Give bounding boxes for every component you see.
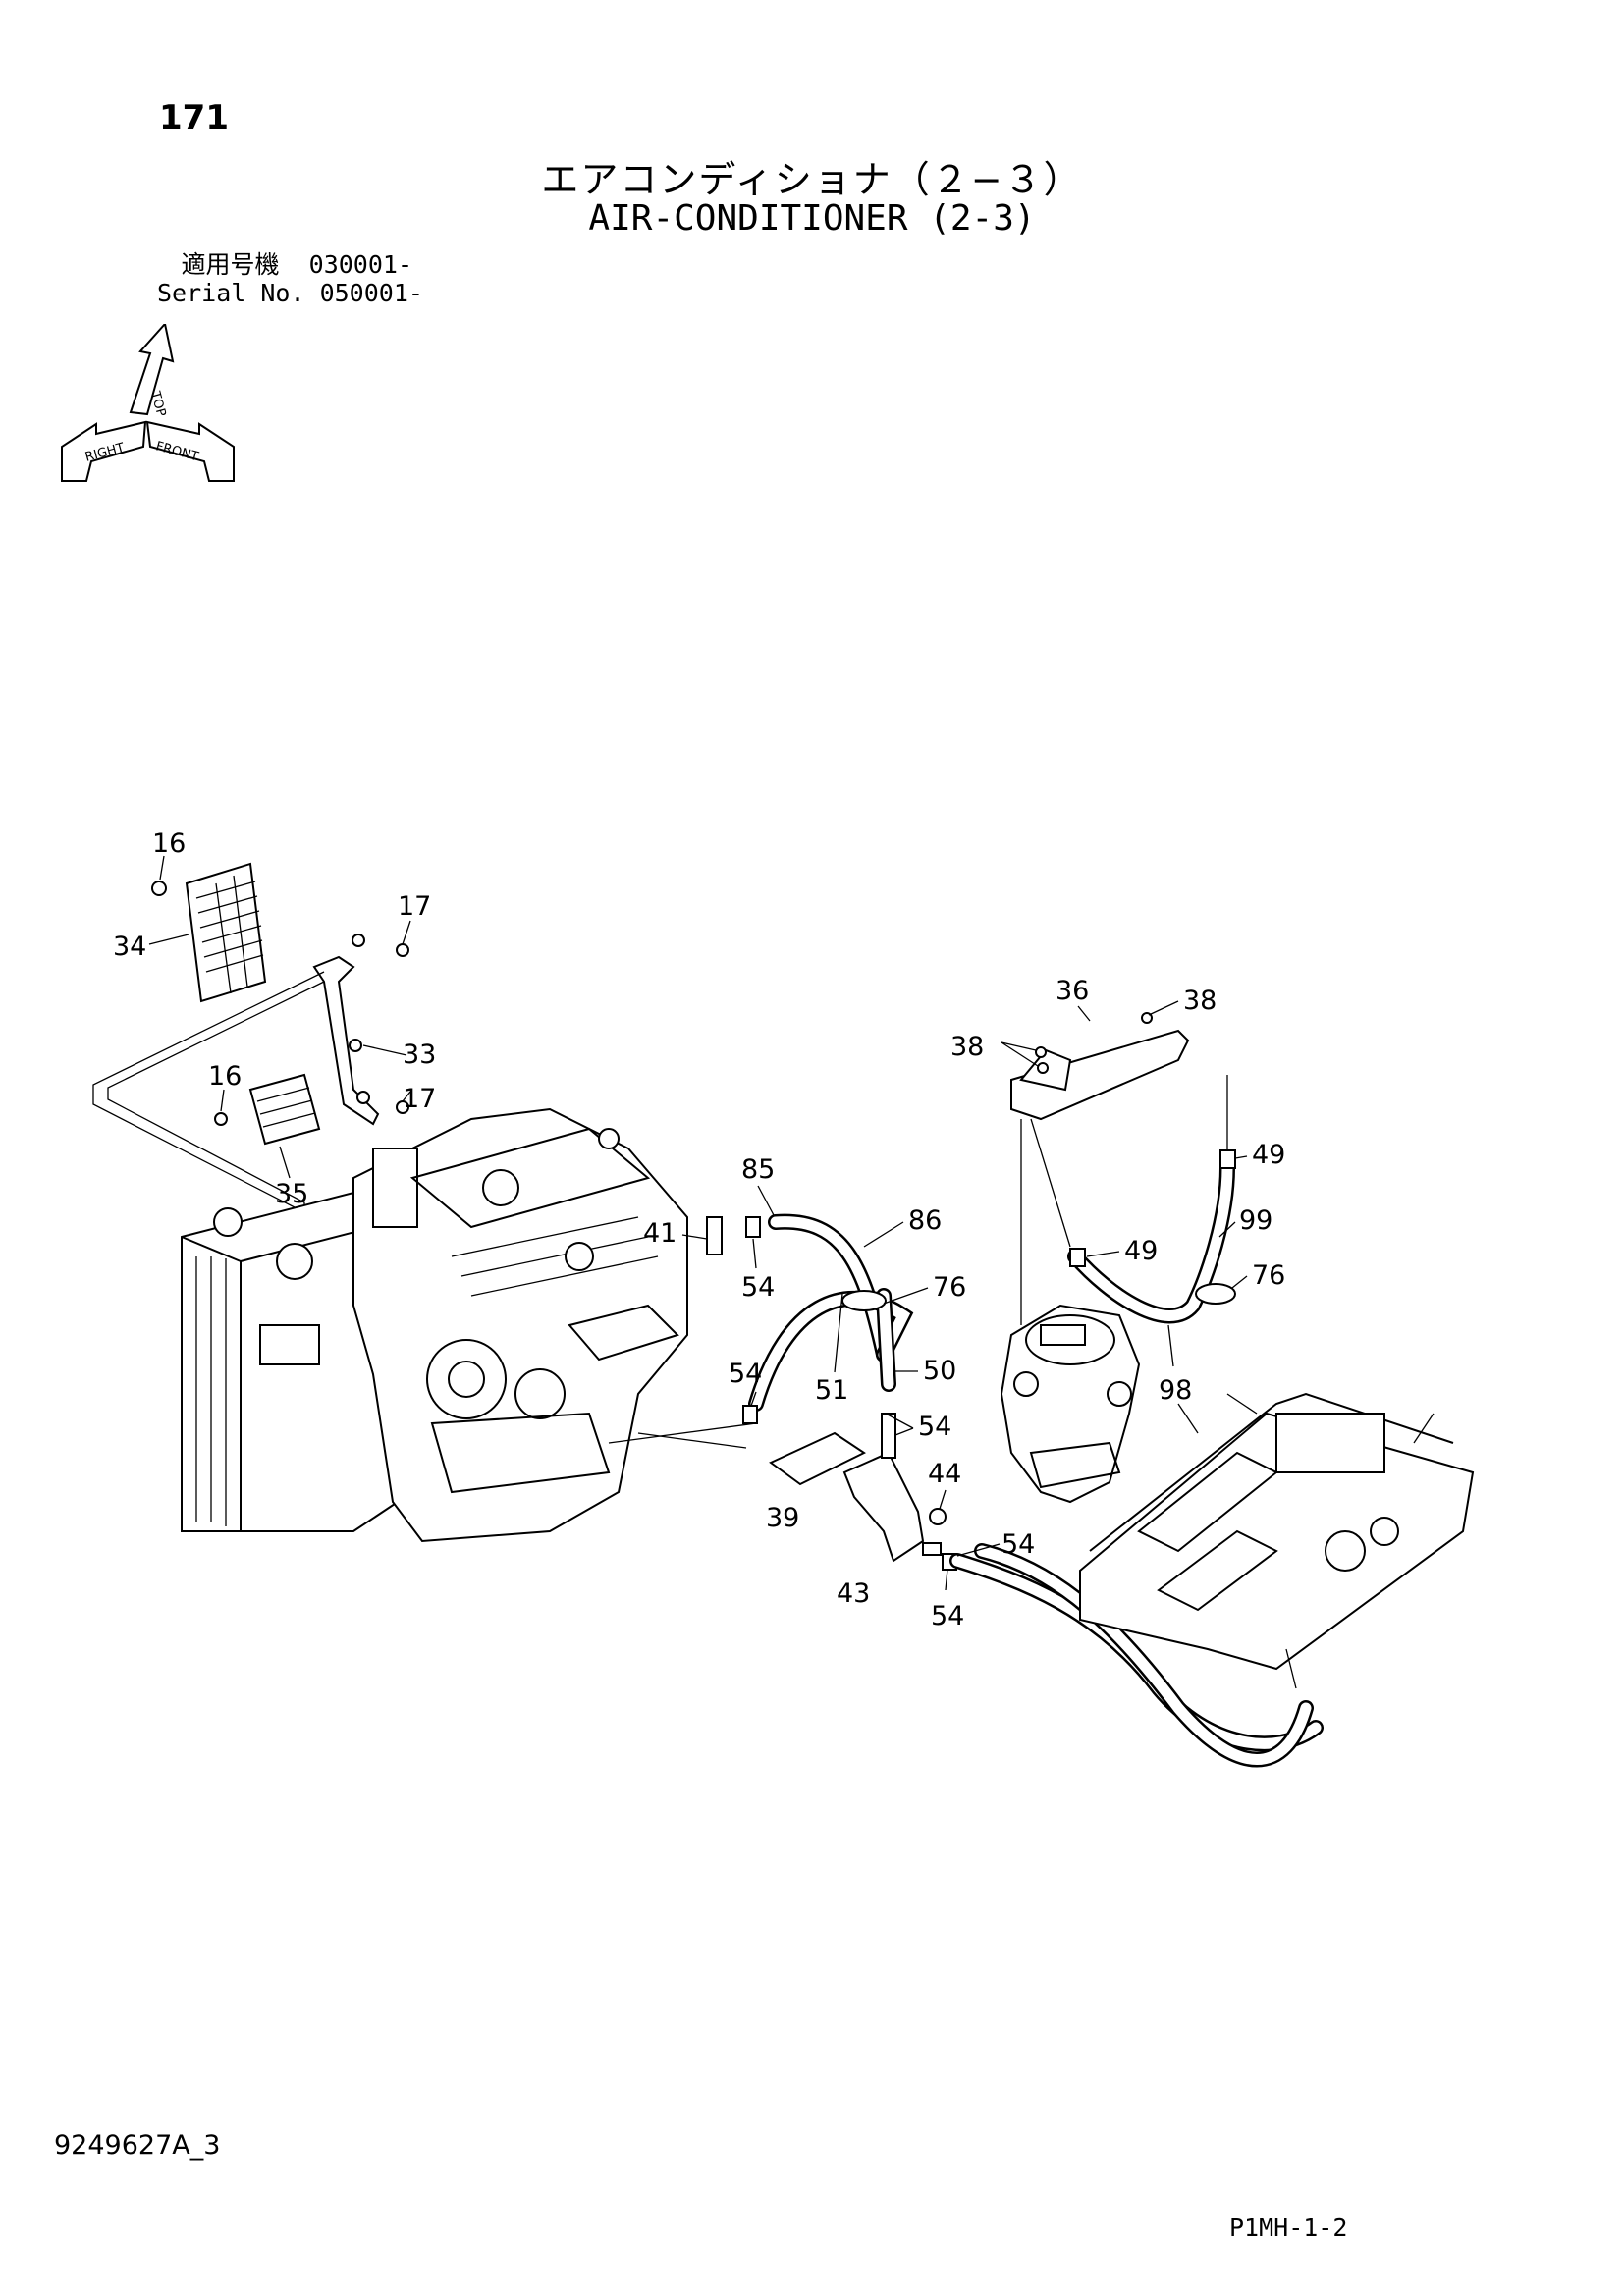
- air-conditioner-unit: [1079, 1392, 1475, 1689]
- callout-49a: 49: [1252, 1140, 1285, 1170]
- serial-applicability: 適用号機 030001- Serial No. 050001-: [157, 250, 423, 307]
- callout-86: 86: [908, 1205, 942, 1236]
- callout-41: 41: [643, 1218, 677, 1249]
- callout-54e: 54: [931, 1601, 964, 1631]
- page-title-japanese: エアコンディショナ（２−３）: [541, 158, 1083, 201]
- callout-36: 36: [1056, 976, 1089, 1006]
- serial-row-english: Serial No. 050001-: [157, 279, 423, 307]
- callout-38a: 38: [950, 1032, 984, 1062]
- hose-98-99: [1067, 1149, 1236, 1324]
- plate-39: [769, 1431, 866, 1486]
- callout-99: 99: [1239, 1205, 1272, 1236]
- hose-50: [876, 1288, 896, 1392]
- serial-value-english: 050001-: [319, 279, 423, 307]
- grille-panel-35: [214, 1073, 321, 1146]
- serial-value-japanese: 030001-: [308, 250, 412, 279]
- callout-16b: 16: [208, 1061, 242, 1092]
- callout-54c: 54: [918, 1412, 951, 1442]
- serial-row-japanese: 適用号機 030001-: [157, 250, 412, 279]
- orientation-indicator-icon: TOP RIGHT FRONT: [61, 324, 235, 482]
- hose-band-76: [841, 1290, 887, 1311]
- serial-label-english: Serial No.: [157, 279, 305, 307]
- callout-17b: 17: [403, 1084, 436, 1114]
- callout-38b: 38: [1183, 986, 1217, 1016]
- engine-assembly: [352, 1107, 688, 1543]
- callout-54d: 54: [1001, 1529, 1035, 1560]
- orientation-top-label: TOP: [147, 389, 169, 418]
- callout-54b: 54: [729, 1359, 762, 1389]
- stay-bracket-33: [312, 934, 409, 1126]
- callout-34: 34: [113, 932, 146, 962]
- serial-label-japanese: 適用号機: [181, 250, 280, 279]
- clamp-54a: [745, 1216, 761, 1238]
- callout-98: 98: [1159, 1375, 1192, 1406]
- callout-50: 50: [923, 1356, 956, 1386]
- hose-85-86: [768, 1213, 892, 1362]
- page-title-english: AIR-CONDITIONER (2-3): [588, 198, 1036, 239]
- clamp-54b: [742, 1405, 758, 1424]
- callout-43: 43: [837, 1578, 870, 1609]
- callout-85: 85: [741, 1154, 775, 1185]
- page-number: 171: [159, 98, 229, 137]
- page-reference: P1MH-1-2: [1229, 2214, 1348, 2242]
- cover-36: [1010, 1012, 1228, 1325]
- callout-54a: 54: [741, 1272, 775, 1303]
- hose-lower: [949, 1543, 1324, 1768]
- callout-76a: 76: [933, 1272, 966, 1303]
- callout-39: 39: [766, 1503, 799, 1533]
- callout-51: 51: [815, 1375, 848, 1406]
- callout-16a: 16: [152, 828, 186, 859]
- grille-panel-34: [151, 862, 267, 1003]
- connector-41: [706, 1216, 723, 1255]
- callout-leaders: [148, 855, 1248, 1591]
- document-code: 9249627A_3: [54, 2130, 221, 2161]
- callout-44: 44: [928, 1459, 961, 1489]
- callout-49b: 49: [1124, 1236, 1158, 1266]
- callout-33: 33: [403, 1040, 436, 1070]
- callout-76b: 76: [1252, 1260, 1285, 1291]
- callout-35: 35: [275, 1179, 308, 1209]
- compressor: [1000, 1304, 1141, 1504]
- callout-17a: 17: [398, 891, 431, 922]
